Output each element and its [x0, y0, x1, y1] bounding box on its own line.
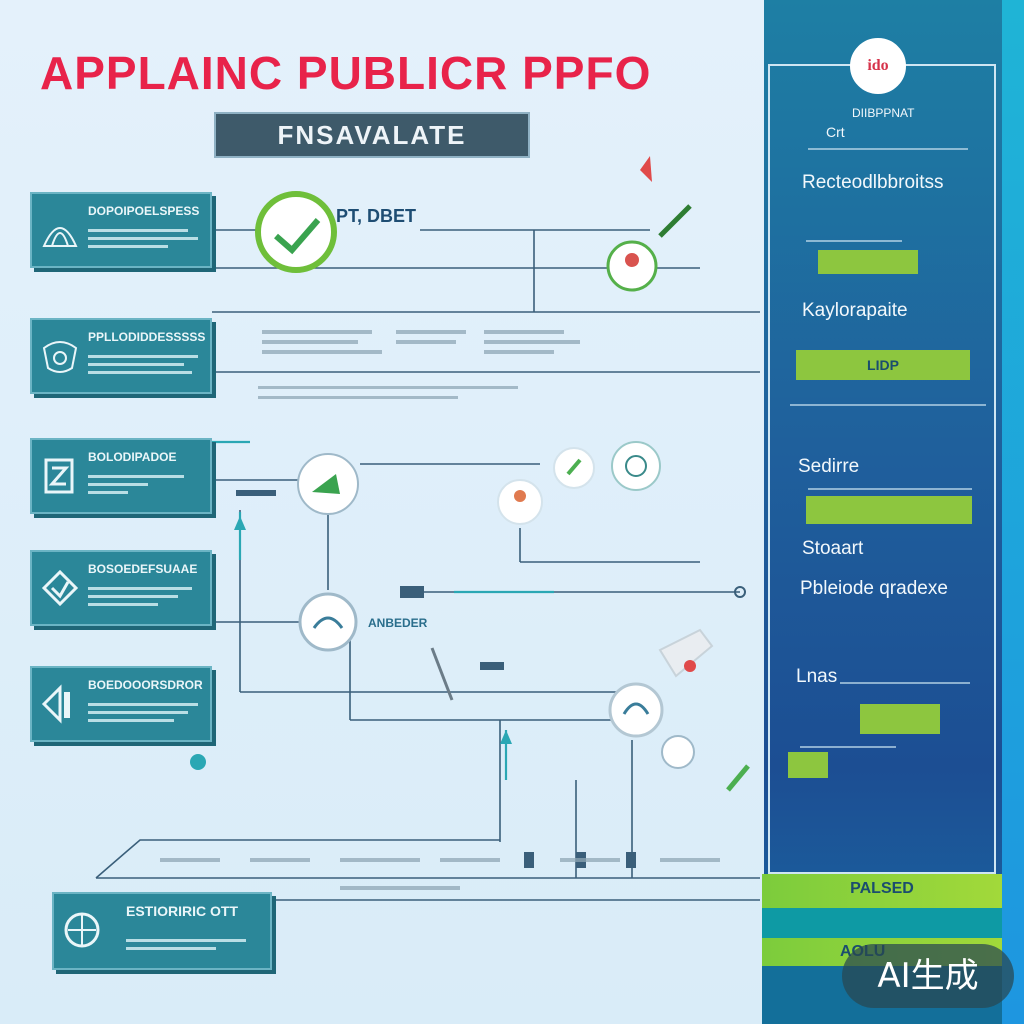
- bottle-icon: [36, 674, 84, 734]
- card-lines: [88, 224, 208, 248]
- placeholder-text: [160, 330, 720, 890]
- panel-divider: [806, 240, 902, 242]
- panel-subheading: Crt: [826, 124, 845, 140]
- globe-icon: [58, 900, 106, 960]
- panel-heading-small: DIIBPPNAT: [852, 106, 915, 120]
- node-small-right: [611, 441, 661, 491]
- panel-section-6[interactable]: Lnas: [796, 666, 838, 687]
- document-icon: [36, 446, 84, 506]
- node-check: [255, 191, 337, 273]
- card-label: ESTIORIRIC OTT: [126, 904, 238, 919]
- card-lines: [88, 582, 208, 606]
- node-arrow: [297, 453, 359, 515]
- card-lines: [88, 350, 208, 374]
- card-2[interactable]: PPLLODIDDESSSSS: [30, 318, 212, 394]
- node-globe: [298, 592, 358, 652]
- card-3[interactable]: BOLODIPADOE: [30, 438, 212, 514]
- panel-progress-4: [788, 752, 828, 778]
- card-label: BOLODIPADOE: [88, 450, 177, 464]
- bottom-teal-band: [762, 908, 1002, 938]
- card-lines: [88, 470, 208, 494]
- package-icon: [36, 558, 84, 618]
- node-person: [606, 240, 658, 292]
- card-5[interactable]: BOEDOOORSDROR: [30, 666, 212, 742]
- card-label: BOSOEDEFSUAAE: [88, 562, 198, 576]
- card-lines: [88, 698, 208, 722]
- panel-section-4[interactable]: Stoaart: [802, 538, 864, 559]
- card-4[interactable]: BOSOEDEFSUAAE: [30, 550, 212, 626]
- mask-icon: [36, 326, 84, 386]
- card-1[interactable]: DOPOIPOELSPESS: [30, 192, 212, 268]
- bottom-band[interactable]: PALSED: [762, 874, 1002, 908]
- node-bulb: [608, 628, 714, 738]
- panel-section-3[interactable]: Sedirre: [798, 456, 860, 477]
- panel-progress-3: [860, 704, 940, 734]
- node-gear: [661, 735, 695, 769]
- panel-section-5[interactable]: Pbleiode qradexe: [800, 578, 948, 599]
- panel-divider: [790, 404, 986, 406]
- node-small-left: [553, 447, 595, 489]
- card-label: DOPOIPOELSPESS: [88, 204, 200, 218]
- label-mid: ANBEDER: [368, 616, 428, 630]
- page-title: APPLAINC PUBLICR PPFO: [40, 47, 652, 99]
- connector-lines: [95, 229, 760, 901]
- side-panel-strip: [1002, 0, 1024, 1024]
- panel-section-1[interactable]: Recteodlbbroitss: [802, 172, 944, 193]
- logo-icon: ido: [850, 38, 906, 94]
- markers: [190, 156, 750, 868]
- panel-progress-1: [818, 250, 918, 274]
- node-face: [497, 479, 543, 525]
- shell-icon: [36, 200, 84, 260]
- card-label: BOEDOOORSDROR: [88, 678, 203, 692]
- panel-divider: [800, 746, 896, 748]
- panel-divider: [840, 682, 970, 684]
- watermark-badge: AI生成: [842, 944, 1014, 1008]
- panel-progress-2: [806, 496, 972, 524]
- panel-divider: [808, 148, 968, 150]
- panel-section-2[interactable]: Kaylorapaite: [802, 300, 908, 321]
- card-label: PPLLODIDDESSSSS: [88, 330, 206, 344]
- subtitle-banner: FNSAVALATE: [214, 112, 530, 158]
- card-6[interactable]: ESTIORIRIC OTT: [52, 892, 272, 970]
- panel-divider: [808, 488, 972, 490]
- card-lines: [126, 934, 246, 950]
- ldp-button[interactable]: LIDP: [796, 350, 970, 380]
- label-pt: PT, DBET: [336, 206, 417, 226]
